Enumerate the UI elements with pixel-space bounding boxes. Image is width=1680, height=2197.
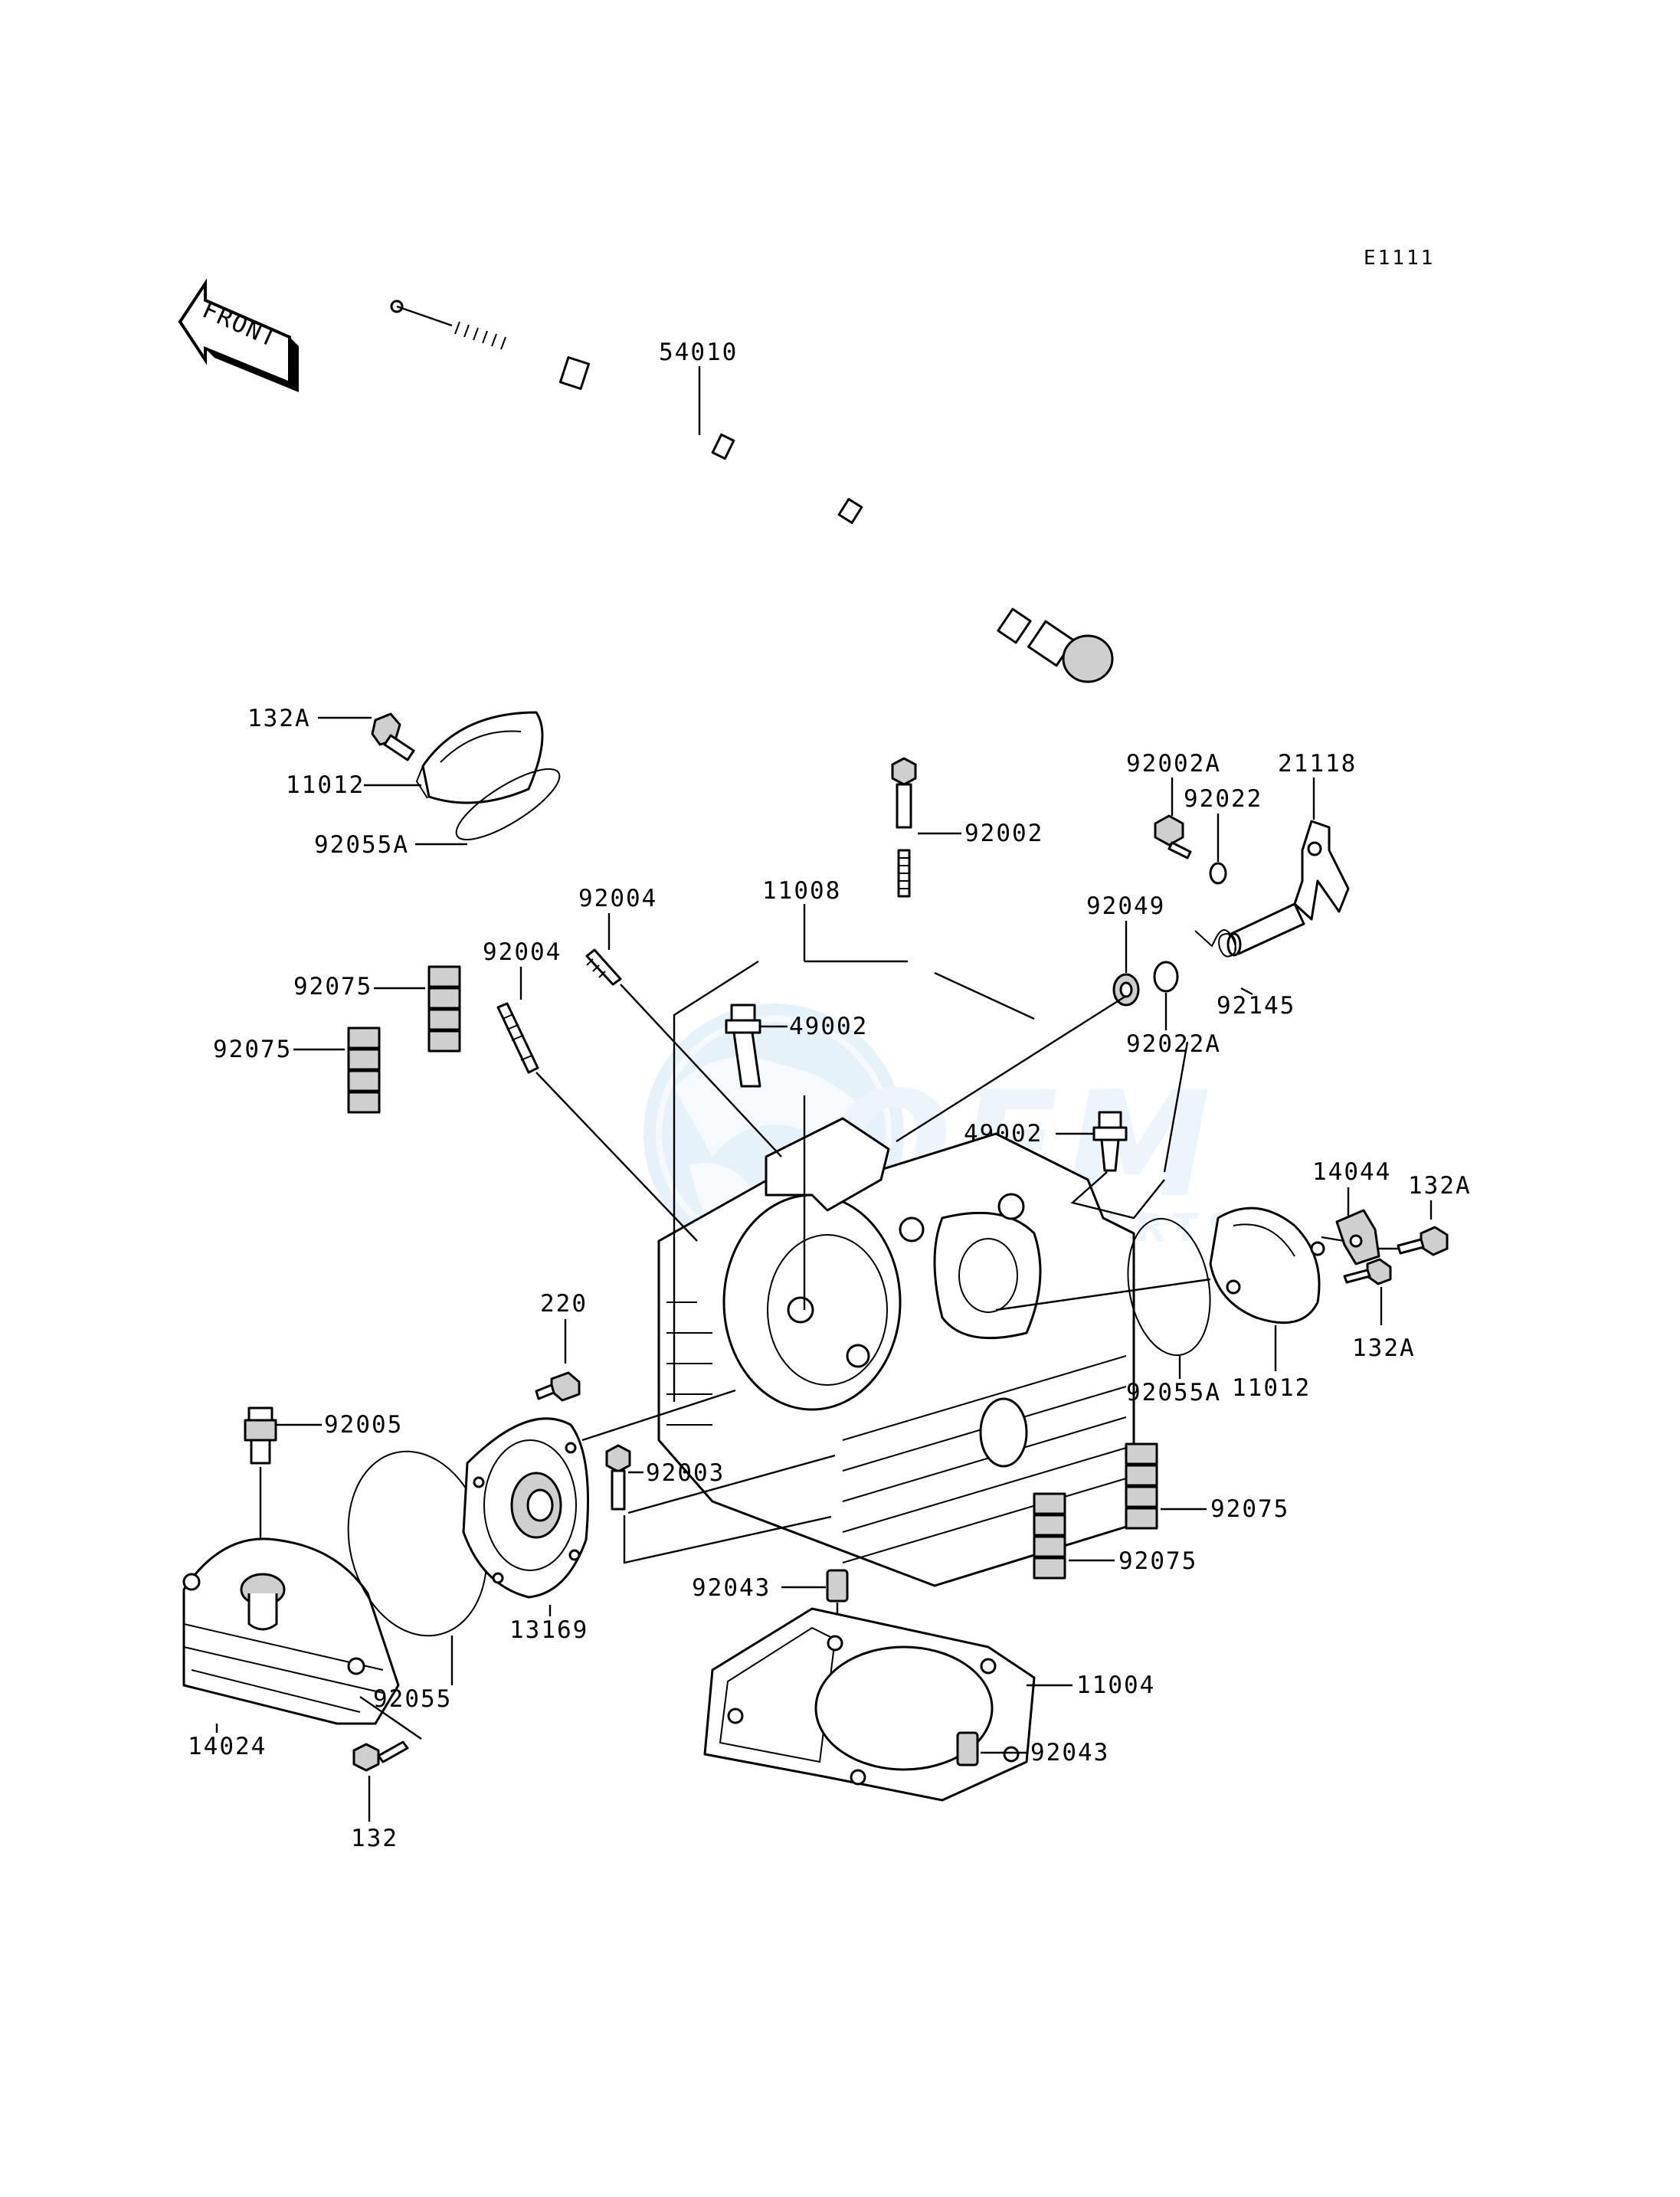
bracket-14044 (1335, 1209, 1380, 1265)
front-arrow-icon: FRONT (178, 278, 299, 392)
screw-220 (535, 1371, 581, 1402)
label-92043-a: 92043 (692, 1574, 771, 1602)
label-92049: 92049 (1086, 892, 1165, 920)
gasket-11004 (703, 1607, 1036, 1802)
oring-92055A-right (1127, 1217, 1211, 1357)
label-132A-right2: 132A (1352, 1334, 1416, 1362)
cylinder-head-11008 (657, 1117, 1135, 1587)
damper-92075-a (427, 965, 461, 1053)
label-92022: 92022 (1184, 785, 1262, 813)
label-92075-d: 92075 (1118, 1547, 1197, 1575)
cover-11012-top (415, 711, 544, 804)
dowel-92043-b (956, 1731, 979, 1766)
label-220: 220 (540, 1290, 588, 1318)
damper-92075-b (347, 1026, 381, 1114)
label-14044: 14044 (1312, 1158, 1391, 1186)
damper-92075-c (1125, 1442, 1158, 1530)
stud-92004-a (585, 948, 622, 986)
bolt-132A-right2 (1343, 1258, 1392, 1285)
label-92145: 92145 (1217, 992, 1295, 1020)
label-92004-a: 92004 (578, 885, 657, 912)
label-11012-top: 11012 (286, 771, 365, 799)
cover-11012-right (1209, 1207, 1325, 1324)
bolt-92002 (891, 757, 917, 898)
stud-92004-b (496, 1002, 539, 1074)
label-132: 132 (351, 1825, 398, 1852)
label-13169: 13169 (509, 1616, 588, 1644)
label-11004: 11004 (1076, 1671, 1155, 1699)
label-92003: 92003 (646, 1459, 725, 1487)
label-11012-right: 11012 (1232, 1374, 1311, 1402)
bolt-132A-top (371, 712, 415, 761)
cover-14024 (182, 1537, 400, 1725)
label-11008: 11008 (762, 877, 841, 905)
label-92055A-top: 92055A (314, 831, 409, 859)
choke-cable (390, 300, 1114, 683)
label-92055A-right: 92055A (1126, 1379, 1221, 1406)
diagram-ref-code: E1111 (1364, 247, 1435, 270)
label-21118: 21118 (1278, 750, 1357, 778)
label-92005: 92005 (324, 1411, 403, 1439)
label-49002-a: 49002 (789, 1013, 868, 1040)
label-92004-b: 92004 (483, 938, 562, 966)
bolt-132A-right1 (1397, 1226, 1449, 1256)
label-92075-a: 92075 (293, 973, 372, 1000)
label-92075-b: 92075 (213, 1036, 292, 1063)
label-14024: 14024 (188, 1733, 267, 1760)
dowel-92043-a (826, 1569, 849, 1603)
label-92002: 92002 (964, 820, 1043, 847)
washer-92022A (1153, 961, 1179, 993)
label-92022A: 92022A (1126, 1030, 1221, 1058)
spring-92145 (1194, 929, 1236, 958)
valve-guide-49002-a (725, 1004, 761, 1088)
shaft-21118 (1226, 820, 1350, 957)
label-132A-top: 132A (247, 705, 311, 732)
fitting-92005 (244, 1406, 277, 1465)
label-92055: 92055 (373, 1685, 452, 1713)
oring-92055A-top (455, 768, 561, 841)
bolt-132 (352, 1740, 409, 1772)
washer-92022 (1209, 862, 1227, 885)
label-92002A: 92002A (1126, 750, 1221, 778)
label-92043-b: 92043 (1030, 1739, 1109, 1766)
label-92075-c: 92075 (1210, 1495, 1289, 1523)
screw-92002A (1154, 814, 1192, 859)
label-132A-right1: 132A (1408, 1172, 1472, 1200)
valve-guide-49002-b (1092, 1111, 1128, 1172)
damper-92075-d (1033, 1492, 1066, 1580)
label-54010: 54010 (659, 339, 738, 366)
plate-13169 (462, 1417, 589, 1599)
bolt-92003 (605, 1444, 631, 1511)
